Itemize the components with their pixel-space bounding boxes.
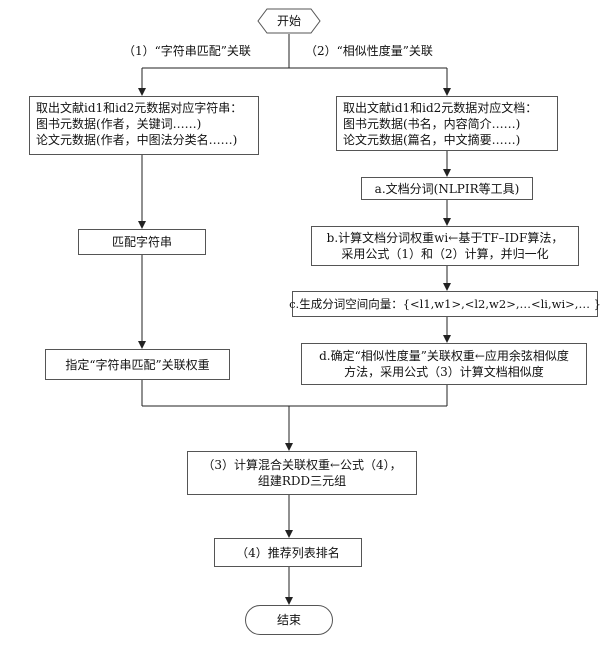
step-d-box: d.确定“相似性度量”关联权重←应用余弦相似度 方法，采用公式（3）计算文档相似…	[301, 343, 587, 385]
branch-label-string-match: （1）“字符串匹配”关联	[123, 44, 251, 58]
step-d-line1: d.确定“相似性度量”关联权重←应用余弦相似度	[319, 349, 569, 363]
step-d-line2: 方法，采用公式（3）计算文档相似度	[344, 365, 544, 379]
right-extract-box: 取出文献id1和id2元数据对应文档： 图书元数据(书名，内容简介……) 论文元…	[336, 96, 558, 151]
string-match-weight-label: 指定“字符串匹配”关联权重	[65, 357, 210, 372]
start-label: 开始	[276, 14, 301, 28]
right-extract-line1: 取出文献id1和id2元数据对应文档：	[343, 101, 538, 115]
branch-label-similarity: （2）“相似性度量”关联	[305, 44, 433, 58]
step-b-line2: 采用公式（1）和（2）计算，并归一化	[341, 247, 549, 261]
step-c-label: c.生成分词空间向量：{<l1,w1>,<l2,w2>,…<li,wi>,… }	[289, 297, 601, 311]
match-string-label: 匹配字符串	[111, 235, 172, 249]
mixed-weight-box: （3）计算混合关联权重←公式（4）， 组建RDD三元组	[187, 451, 417, 495]
start-node: 开始	[257, 8, 321, 34]
right-extract-line2: 图书元数据(书名，内容简介……)	[343, 117, 521, 131]
end-node: 结束	[245, 605, 333, 635]
left-extract-box: 取出文献id1和id2元数据对应字符串： 图书元数据(作者，关键词……) 论文元…	[29, 96, 259, 155]
mixed-weight-line1: （3）计算混合关联权重←公式（4），	[202, 458, 402, 472]
rank-label: （4）推荐列表排名	[236, 545, 340, 560]
step-b-box: b.计算文档分词权重wi←基于TF–IDF算法， 采用公式（1）和（2）计算，并…	[311, 226, 579, 266]
mixed-weight-line2: 组建RDD三元组	[257, 474, 347, 488]
start-hexagon-shape	[257, 8, 321, 34]
rank-box: （4）推荐列表排名	[214, 538, 362, 567]
match-string-box: 匹配字符串	[78, 229, 206, 255]
step-a-label: a.文档分词(NLPIR等工具)	[374, 181, 520, 196]
left-extract-line3: 论文元数据(作者，中图法分类名……)	[36, 133, 238, 147]
step-c-box: c.生成分词空间向量：{<l1,w1>,<l2,w2>,…<li,wi>,… }	[289, 291, 601, 317]
right-extract-line3: 论文元数据(篇名，中文摘要……)	[343, 133, 521, 147]
string-match-weight-box: 指定“字符串匹配”关联权重	[45, 349, 230, 380]
step-b-line1: b.计算文档分词权重wi←基于TF–IDF算法，	[326, 231, 564, 245]
left-extract-line2: 图书元数据(作者，关键词……)	[36, 117, 202, 131]
left-extract-line1: 取出文献id1和id2元数据对应字符串：	[36, 101, 243, 115]
step-a-box: a.文档分词(NLPIR等工具)	[361, 177, 533, 200]
